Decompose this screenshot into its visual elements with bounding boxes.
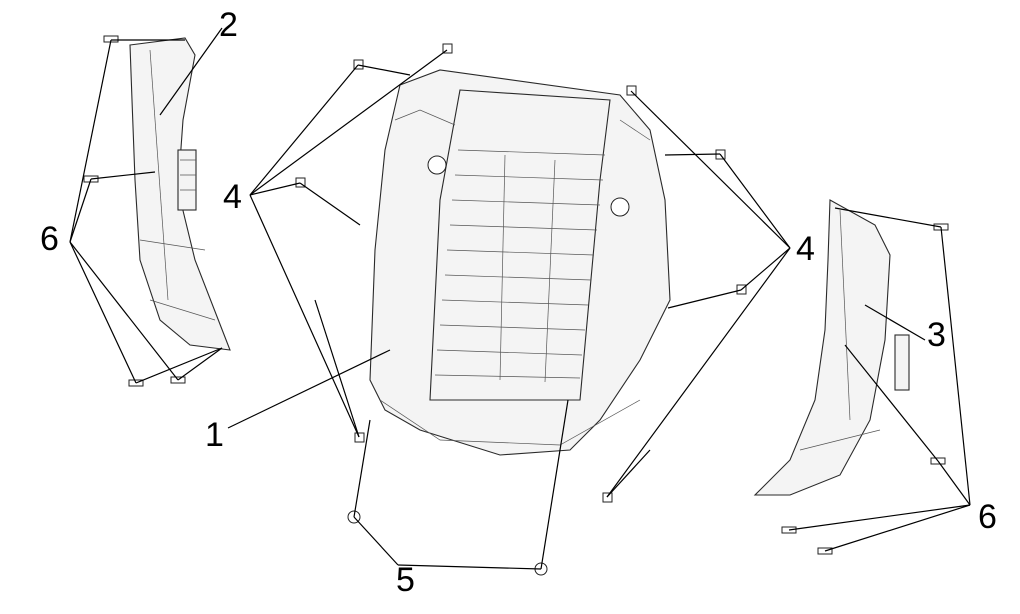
callout-4-right: 4 — [796, 230, 815, 268]
right-side-panel — [753, 199, 910, 496]
callout-2: 2 — [219, 6, 238, 44]
center-front-cowl — [369, 69, 671, 456]
callout-6-left: 6 — [40, 220, 59, 258]
leader-lines — [69, 27, 971, 570]
callout-5: 5 — [396, 561, 415, 599]
callout-1: 1 — [205, 416, 224, 454]
callout-3: 3 — [927, 316, 946, 354]
callout-4-left: 4 — [223, 178, 242, 216]
left-side-panel — [129, 37, 231, 351]
callout-6-right: 6 — [978, 498, 997, 536]
